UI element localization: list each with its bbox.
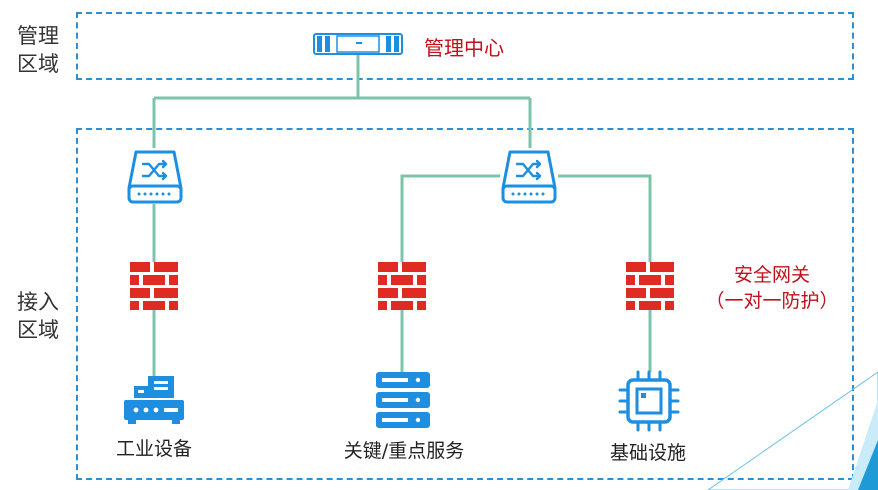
firewall-icon [130,262,178,310]
firewall-icon [378,262,426,310]
endpoint-label-industrial: 工业设备 [115,438,192,460]
firewall-icon [626,262,674,310]
management-zone-label: 管理 区域 [17,22,59,78]
corner-triangle-outline [707,371,878,490]
endpoint-label-key-services: 关键/重点服务 [343,440,465,462]
access-zone-label-line2: 区域 [17,318,59,342]
security-gateway-label: 安全网关 （一对一防护） [692,262,852,314]
link-switch-right-bus-right [558,174,652,262]
management-center-label: 管理中心 [424,36,504,60]
switch-icon [127,150,183,204]
management-zone [76,12,854,80]
switch-icon [501,150,557,204]
security-gateway-label-line1: 安全网关 [733,264,810,286]
endpoint-label-infrastructure: 基础设施 [609,442,686,464]
access-zone-label: 接入 区域 [17,288,59,344]
security-gateway-label-line2: （一对一防护） [705,290,839,312]
server-rack-icon [313,33,403,55]
chip-icon [618,370,680,432]
access-zone [76,128,854,480]
server-stack-icon [376,372,430,428]
link-switch-right-bus-left [400,174,500,262]
management-zone-label-line2: 区域 [17,52,59,76]
access-zone-label-line1: 接入 [17,290,59,314]
industrial-device-icon [124,376,184,424]
management-zone-label-line1: 管理 [17,24,59,48]
corner-triangle-dark [858,440,878,490]
